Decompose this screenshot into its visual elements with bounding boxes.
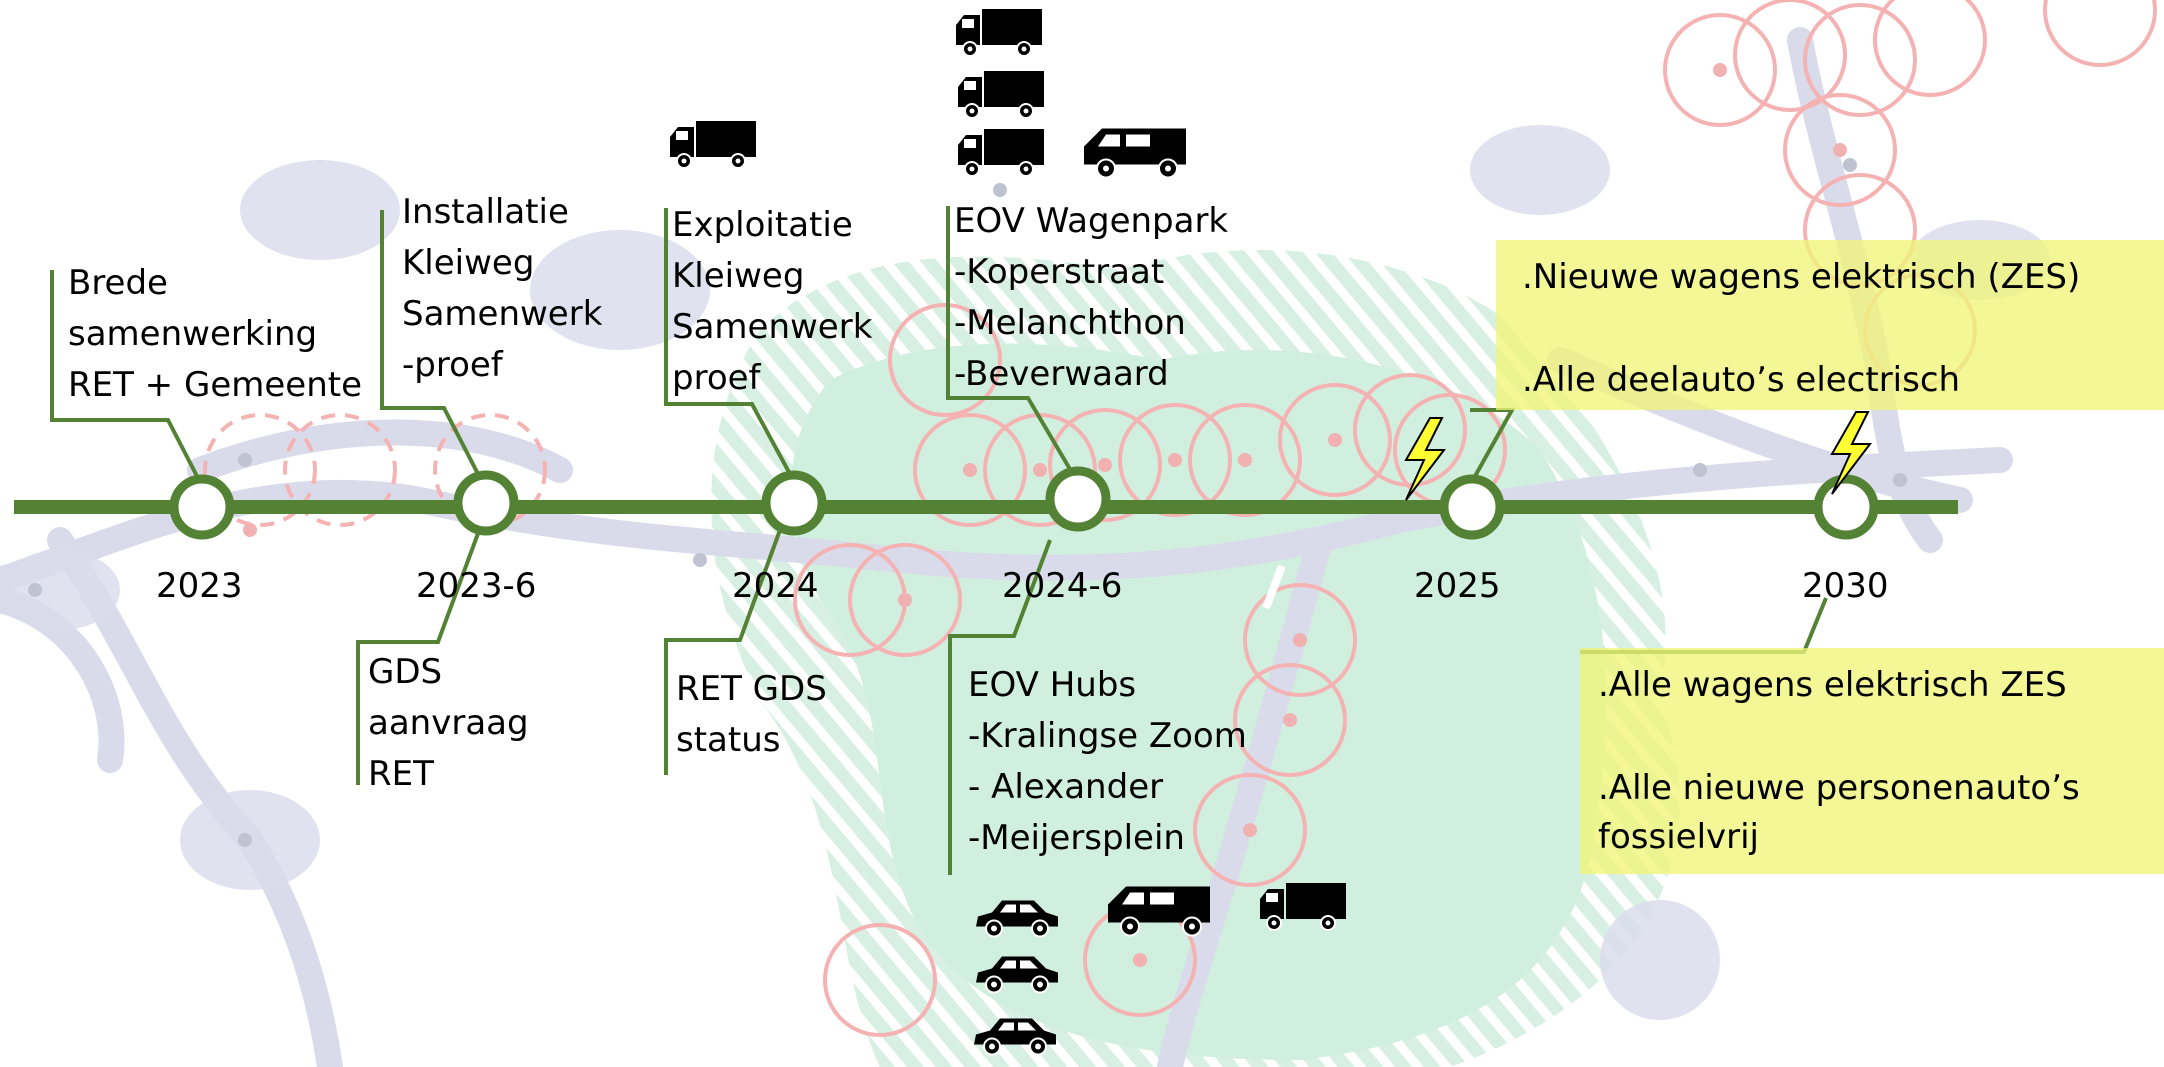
year-label-2023-6: 2023-6: [416, 566, 537, 606]
goals-2025-line-2: .Alle deelauto’s electrisch: [1522, 360, 1961, 400]
goals-2030-highlight: [1580, 648, 2164, 874]
label-line: Samenwerk: [672, 307, 873, 347]
van-icon: [1080, 124, 1190, 180]
map-stop-dots: [243, 63, 1847, 967]
label-line: GDS: [368, 652, 443, 692]
label-line: proef: [672, 358, 761, 398]
label-line: samenwerking: [68, 314, 318, 354]
milestone-label-above-2023-6: Installatie Kleiweg Samenwerk -proef: [402, 187, 602, 391]
label-line: -Meijersplein: [968, 818, 1185, 858]
year-label-2030: 2030: [1802, 566, 1889, 606]
label-line: -Kralingse Zoom: [968, 716, 1247, 756]
milestone-label-below-2024: RET GDS status: [676, 664, 827, 766]
truck-icon: [668, 118, 758, 170]
car-icon: [970, 1012, 1060, 1058]
map-marker: [1262, 564, 1286, 610]
goals-2030-line-1: .Alle wagens elektrisch ZES: [1598, 665, 2067, 705]
label-line: Installatie: [402, 192, 569, 232]
label-line: - Alexander: [968, 767, 1164, 807]
label-line: -proef: [402, 345, 503, 385]
lightning-icon: [1404, 417, 1447, 501]
year-label-2023: 2023: [156, 566, 243, 606]
milestone-label-above-2024-6: EOV Wagenpark -Koperstraat -Melanchthon …: [954, 196, 1228, 400]
car-icon: [972, 950, 1062, 996]
truck-icon: [956, 68, 1046, 120]
map-planned-stops: [203, 413, 547, 527]
label-line: -Koperstraat: [954, 252, 1165, 292]
van-icon: [1104, 882, 1214, 938]
map-grey-dots: [28, 158, 1907, 847]
milestone-node-2023-6: [453, 470, 519, 536]
label-line: Exploitatie: [672, 205, 853, 245]
milestone-nodes: [169, 466, 1879, 540]
label-line: RET: [368, 754, 434, 794]
label-line: Samenwerk: [402, 294, 603, 334]
goals-2025-line-1: .Nieuwe wagens elektrisch (ZES): [1522, 257, 2081, 297]
milestone-label-below-2024-6: EOV Hubs -Kralingse Zoom - Alexander -Me…: [968, 660, 1247, 864]
truck-icon: [1258, 880, 1348, 932]
milestone-node-2023: [169, 474, 235, 540]
goals-2030-line-3: fossielvrij: [1598, 817, 1760, 857]
car-icon: [972, 894, 1062, 940]
milestone-node-2030: [1813, 474, 1879, 540]
label-line: EOV Hubs: [968, 665, 1137, 705]
year-label-2024-6: 2024-6: [1002, 566, 1123, 606]
label-line: EOV Wagenpark: [954, 201, 1229, 241]
label-line: -Melanchthon: [954, 303, 1186, 343]
label-line: Brede: [68, 263, 168, 303]
year-label-2024: 2024: [732, 566, 819, 606]
label-line: aanvraag: [368, 703, 529, 743]
goals-2025-highlight: [1496, 240, 2164, 410]
year-label-2025: 2025: [1414, 566, 1501, 606]
lightning-icon: [1830, 411, 1873, 495]
connector-lines: [50, 206, 1828, 875]
milestone-node-2024-6: [1045, 466, 1111, 532]
map-blobs: [0, 125, 2050, 1020]
label-line: RET GDS: [676, 669, 827, 709]
goals-2030-line-2: .Alle nieuwe personenauto’s: [1598, 768, 2080, 808]
label-line: RET + Gemeente: [68, 365, 362, 405]
milestone-node-2025: [1439, 474, 1505, 540]
milestone-label-below-2023-6: GDS aanvraag RET: [368, 647, 529, 800]
milestone-label-above-2023: Brede samenwerking RET + Gemeente: [68, 258, 362, 411]
label-line: status: [676, 720, 781, 760]
milestone-label-above-2024: Exploitatie Kleiweg Samenwerk proef: [672, 200, 872, 404]
label-line: -Beverwaard: [954, 354, 1169, 394]
truck-icon: [954, 6, 1044, 58]
label-line: Kleiweg: [402, 243, 535, 283]
milestone-node-2024: [761, 470, 827, 536]
truck-icon: [956, 126, 1046, 178]
label-line: Kleiweg: [672, 256, 805, 296]
